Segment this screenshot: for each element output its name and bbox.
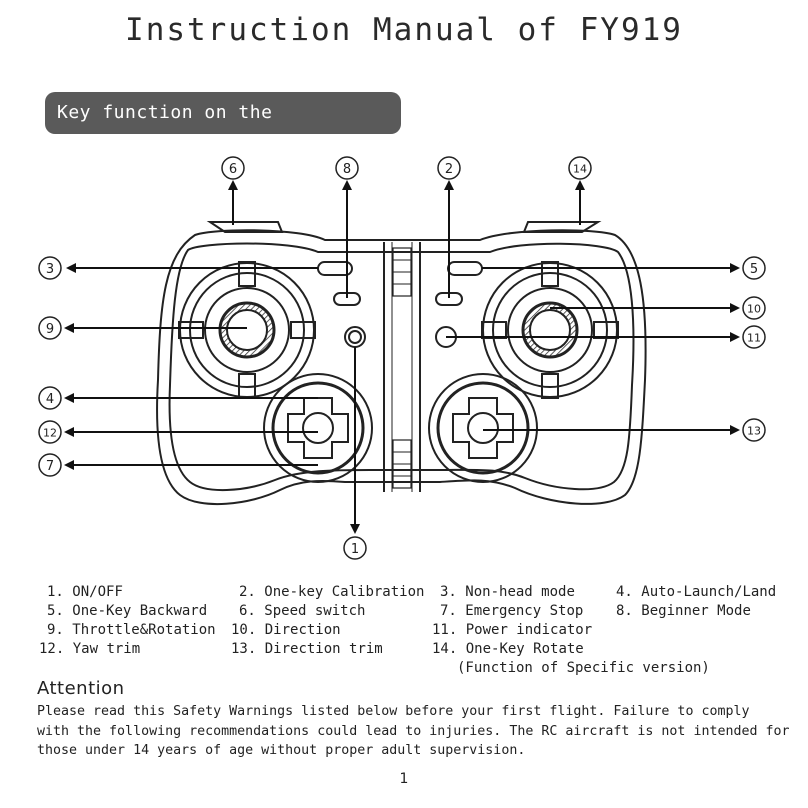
legend-note: (Function of Specific version) <box>457 660 710 676</box>
callout-label-9: 9 <box>46 322 54 337</box>
attention-line: with the following recommendations could… <box>37 723 790 739</box>
callout-label-12: 12 <box>43 427 57 440</box>
callout-label-1: 1 <box>351 542 359 557</box>
legend-number: 11. <box>432 622 458 638</box>
controller-body <box>156 221 647 505</box>
attention-body: Please read this Safety Warnings listed … <box>37 702 797 761</box>
callout-10: 10 <box>742 296 766 320</box>
attention-line: Please read this Safety Warnings listed … <box>37 704 750 719</box>
left-stick <box>178 261 316 399</box>
legend-number: 10. <box>231 622 257 638</box>
legend-number: 7. <box>440 603 457 619</box>
legend-number: 5. <box>47 603 64 619</box>
legend-label: One-Key Rotate <box>465 641 584 657</box>
callout-9: 9 <box>38 316 62 340</box>
legend-item: 1. ON/OFF <box>47 584 123 600</box>
callout-label-14: 14 <box>573 163 587 176</box>
callout-2: 2 <box>437 156 461 180</box>
right-dpad <box>428 373 538 483</box>
legend-item: 7. Emergency Stop <box>440 603 583 619</box>
legend-item: 2. One-key Calibration <box>239 584 424 600</box>
legend-item: 13. Direction trim <box>231 641 383 657</box>
legend-label: Power indicator <box>465 622 593 638</box>
legend-number: 6. <box>239 603 256 619</box>
callout-11: 11 <box>742 325 766 349</box>
legend-label: One-Key Backward <box>72 603 208 619</box>
legend-item: 9. Throttle&Rotation <box>47 622 216 638</box>
callout-label-4: 4 <box>46 392 54 407</box>
callout-14: 14 <box>568 156 592 180</box>
callout-8: 8 <box>335 156 359 180</box>
legend-item: 5. One-Key Backward <box>47 603 207 619</box>
attention-heading: Attention <box>37 678 125 699</box>
callout-1: 1 <box>343 536 367 560</box>
callout-label-8: 8 <box>343 162 351 177</box>
legend-label: Non-head mode <box>465 584 575 600</box>
legend-label: Emergency Stop <box>465 603 584 619</box>
callout-label-7: 7 <box>46 459 54 474</box>
legend-number: 3. <box>440 584 457 600</box>
legend-item: 3. Non-head mode <box>440 584 575 600</box>
legend-number: 9. <box>47 622 64 638</box>
callout-label-2: 2 <box>445 162 453 177</box>
legend-label: Direction trim <box>264 641 383 657</box>
callout-markers: 1 2 3 4 5 6 7 8 9 10 11 12 13 14 <box>38 156 766 560</box>
left-dpad <box>263 373 373 483</box>
legend-number: 12. <box>39 641 65 657</box>
legend-label: Yaw trim <box>72 641 141 657</box>
legend-item: 8. Beginner Mode <box>616 603 751 619</box>
callout-label-5: 5 <box>750 262 758 277</box>
legend-number: 4. <box>616 584 633 600</box>
legend-item: 6. Speed switch <box>239 603 365 619</box>
page-number: 1 <box>399 771 409 787</box>
legend-item: 10. Direction <box>231 622 341 638</box>
legend-label: Direction <box>264 622 341 638</box>
callout-label-3: 3 <box>46 262 54 277</box>
legend-item: 11. Power indicator <box>432 622 592 638</box>
callout-label-11: 11 <box>747 332 761 345</box>
legend-number: 14. <box>432 641 458 657</box>
callout-label-10: 10 <box>747 303 761 316</box>
callout-12: 12 <box>38 420 62 444</box>
right-stick <box>481 261 619 399</box>
callout-label-6: 6 <box>229 162 237 177</box>
callout-5: 5 <box>742 256 766 280</box>
legend-label: Throttle&Rotation <box>72 622 216 638</box>
callout-13: 13 <box>742 418 766 442</box>
legend-item: 14. One-Key Rotate <box>432 641 584 657</box>
callout-6: 6 <box>221 156 245 180</box>
legend-label: Auto-Launch/Land <box>641 584 777 600</box>
legend-item: 12. Yaw trim <box>39 641 140 657</box>
callout-label-13: 13 <box>747 425 761 438</box>
leader-lines <box>64 180 740 534</box>
legend-number: 2. <box>239 584 256 600</box>
legend-label: Beginner Mode <box>641 603 751 619</box>
section-heading: Key function on the transmitter <box>45 92 401 165</box>
page-title: Instruction Manual of FY919 <box>125 12 683 48</box>
legend-label: Speed switch <box>264 603 366 619</box>
legend-label: One-key Calibration <box>264 584 425 600</box>
callout-4: 4 <box>38 386 62 410</box>
attention-line: those under 14 years of age without prop… <box>37 743 526 758</box>
center-buttons <box>317 261 483 348</box>
callout-3: 3 <box>38 256 62 280</box>
legend-label: ON/OFF <box>72 584 123 600</box>
legend-item: 4. Auto-Launch/Land <box>616 584 776 600</box>
callout-7: 7 <box>38 453 62 477</box>
legend-number: 13. <box>231 641 257 657</box>
legend-number: 1. <box>47 584 64 600</box>
legend-number: 8. <box>616 603 633 619</box>
